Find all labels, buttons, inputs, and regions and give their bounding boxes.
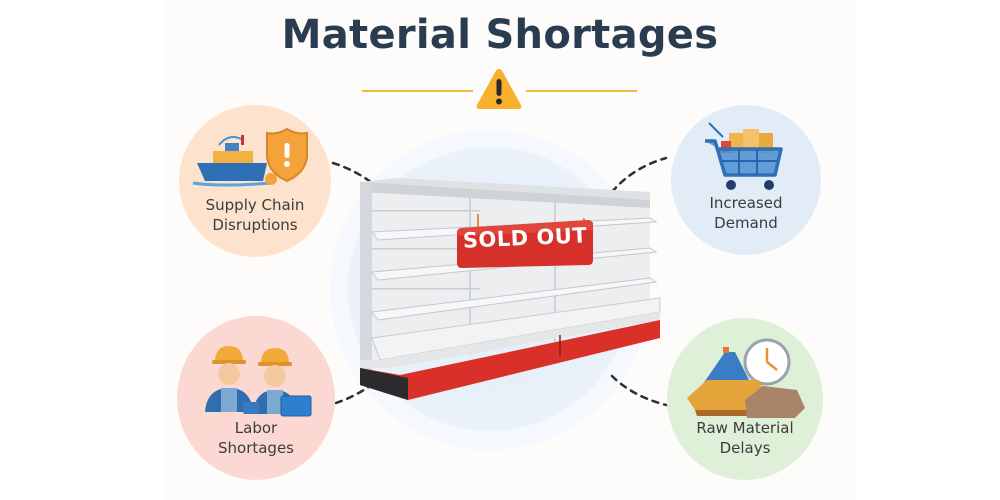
cause-supply-chain: Supply Chain Disruptions [179, 105, 331, 257]
title-divider-left [362, 90, 473, 92]
cause-label: Raw Material Delays [696, 419, 794, 457]
empty-shelf-illustration [360, 178, 661, 400]
cargo-ship-shield-icon [192, 127, 308, 187]
warning-triangle-icon [476, 69, 522, 109]
shopping-cart-icon [705, 122, 783, 190]
materials-clock-icon [687, 338, 805, 418]
page-title: Material Shortages [281, 12, 719, 58]
cause-label: Labor Shortages [217, 419, 294, 457]
connector-demand [610, 156, 668, 194]
connector-supply [331, 161, 374, 185]
sold-out-sign [457, 220, 593, 268]
cause-raw-material-delays: Raw Material Delays [667, 318, 823, 480]
cause-labor-shortages: Labor Shortages [177, 316, 335, 480]
connector-raw [610, 374, 668, 407]
cause-increased-demand: Increased Demand [671, 105, 821, 255]
cause-label: Supply Chain Disruptions [205, 196, 305, 234]
construction-workers-icon [205, 346, 312, 417]
title-divider-right [526, 90, 637, 92]
cause-label: Increased Demand [709, 194, 783, 232]
